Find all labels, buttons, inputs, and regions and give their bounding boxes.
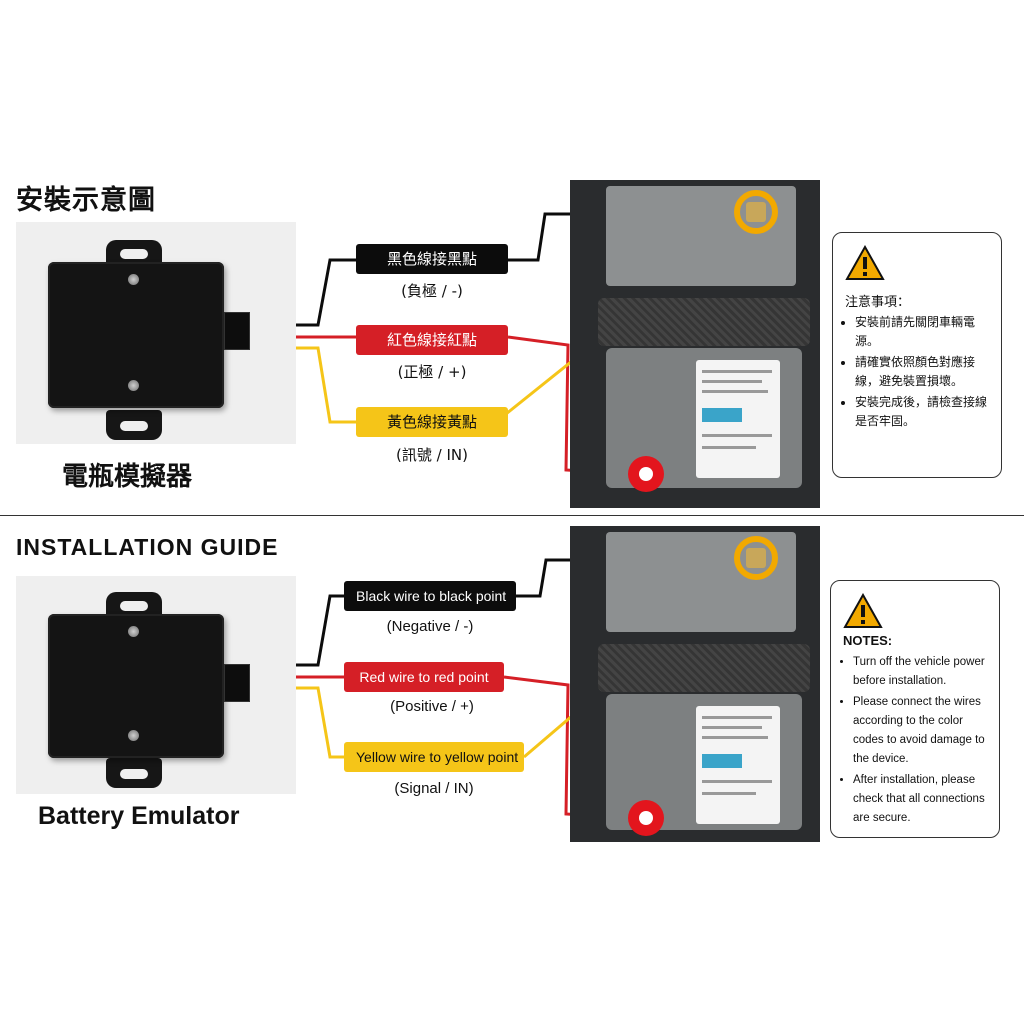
screw-icon [128,730,139,741]
en-yellow-wire-sub: (Signal / IN) [394,780,474,797]
zh-yellow-wire-sub: (訊號 / IN) [396,446,468,464]
yellow-point-icon [734,536,778,580]
battery-label [696,706,780,824]
en-note-item: Turn off the vehicle power before instal… [853,653,995,691]
en-device-photo [16,576,296,794]
zh-black-wire-sub: (負極 / -) [401,282,463,300]
red-point-icon [628,800,664,836]
en-section-title: INSTALLATION GUIDE [16,534,279,560]
en-red-wire-sub: (Positive / +) [390,698,474,715]
battery-strap [598,298,810,346]
zh-notes-panel: 注意事項： 安裝前請先關閉車輛電源。 請確實依照顏色對應接線，避免裝置損壞。 安… [832,232,1002,478]
zh-yellow-wire-label: 黃色線接黃點 [356,407,508,437]
en-red-wire-label: Red wire to red point [344,662,504,692]
en-device-name: Battery Emulator [38,802,240,830]
zh-note-item: 安裝完成後，請檢查接線是否牢固。 [855,393,993,431]
wire-connector [224,312,250,350]
en-notes-title: NOTES: [843,633,893,648]
battery-strap [598,644,810,692]
zh-battery-photo [570,180,820,508]
zh-black-wire-label: 黑色線接黑點 [356,244,508,274]
en-black-wire-label: Black wire to black point [344,581,516,611]
zh-device-photo [16,222,296,444]
battery-emulator-device [48,262,224,408]
en-note-item: Please connect the wires according to th… [853,693,995,769]
warning-icon [845,245,885,280]
screw-icon [128,626,139,637]
screw-icon [128,380,139,391]
zh-red-wire-sub: (正極 / +) [397,363,467,381]
screw-icon [128,274,139,285]
en-note-item: After installation, please check that al… [853,771,995,828]
zh-red-wire-label: 紅色線接紅點 [356,325,508,355]
en-battery-photo [570,526,820,842]
red-point-icon [628,456,664,492]
en-yellow-wire-label: Yellow wire to yellow point [344,742,524,772]
mount-tab [106,410,162,440]
yellow-point-icon [734,190,778,234]
zh-device-name: 電瓶模擬器 [62,462,193,492]
en-black-wire-sub: (Negative / -) [386,618,474,635]
warning-icon [843,593,883,628]
battery-label [696,360,780,478]
zh-section-title: 安裝示意圖 [16,185,156,216]
section-divider [0,515,1024,516]
mount-tab [106,758,162,788]
zh-note-item: 請確實依照顏色對應接線，避免裝置損壞。 [855,353,993,391]
battery-emulator-device [48,614,224,758]
en-notes-panel: NOTES: Turn off the vehicle power before… [830,580,1000,838]
zh-note-item: 安裝前請先關閉車輛電源。 [855,313,993,351]
wire-connector [224,664,250,702]
zh-notes-title: 注意事項： [845,295,911,310]
